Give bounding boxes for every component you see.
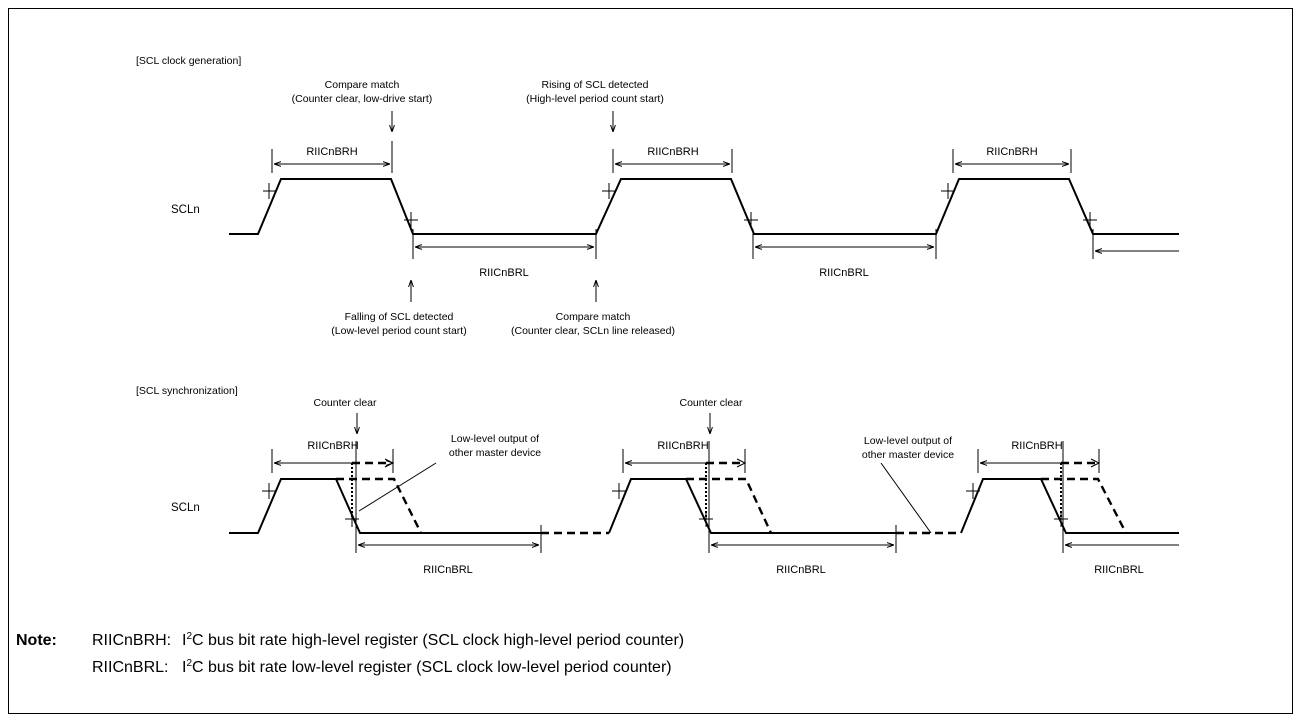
scl-sync-waveform (229, 478, 1179, 534)
reference-lines (271, 141, 1094, 259)
sync-brh-label-1: RIICnBRH (307, 440, 358, 452)
figure-frame: [SCL clock generation] SCLn (8, 8, 1293, 714)
other-master-dashed-waveform (336, 461, 1128, 535)
counter-clear-pointers (357, 413, 710, 434)
sync-brl-label-2: RIICnBRL (776, 564, 826, 576)
sync-edge-tick-marks (262, 483, 1068, 527)
other-master-leaders (358, 462, 932, 534)
clock-generation-title: [SCL clock generation] (136, 55, 241, 67)
synchronization-title: [SCL synchronization] (136, 385, 238, 397)
compare-match-annotation-2-detail: (Counter clear, SCLn line released) (511, 325, 675, 337)
rising-detected-annotation: Rising of SCL detected (541, 79, 648, 91)
brl-label-2: RIICnBRL (819, 267, 869, 279)
edge-tick-marks (263, 183, 1097, 228)
note-reg-brh: RIICnBRH: (92, 632, 171, 649)
sync-brl-label-3: RIICnBRL (1094, 564, 1144, 576)
falling-detected-annotation-detail: (Low-level period count start) (331, 325, 466, 337)
note-reg-brl: RIICnBRL: (92, 659, 168, 676)
scl-signal-label: SCLn (171, 204, 200, 216)
note-desc-brl: I2C bus bit rate low-level register (SCL… (182, 658, 672, 676)
sync-period-arrows (274, 463, 1179, 545)
synchronization-section: [SCL synchronization] SCLn (136, 385, 1179, 576)
period-arrows (274, 164, 1179, 251)
note-desc-brh: I2C bus bit rate high-level register (SC… (182, 631, 684, 649)
sync-brh-label-3: RIICnBRH (1011, 440, 1062, 452)
brh-end-arrowheads (384, 458, 1101, 468)
falling-detected-annotation: Falling of SCL detected (345, 311, 454, 323)
counter-clear-label-1: Counter clear (313, 397, 377, 409)
sync-brh-label-2: RIICnBRH (657, 440, 708, 452)
rising-detected-annotation-detail: (High-level period count start) (526, 93, 664, 105)
clock-generation-section: [SCL clock generation] SCLn (136, 55, 1179, 337)
counter-clear-label-2: Counter clear (679, 397, 743, 409)
other-master-annotation-2: Low-level output of (864, 435, 952, 447)
other-master-annotation-1: Low-level output of (451, 433, 539, 445)
scl-waveform (229, 178, 1179, 235)
note-section: Note: RIICnBRH: I2C bus bit rate high-le… (16, 631, 684, 676)
brl-label-1: RIICnBRL (479, 267, 529, 279)
other-master-annotation-2-detail: other master device (862, 449, 954, 461)
scl-sync-signal-label: SCLn (171, 502, 200, 514)
compare-match-annotation-2: Compare match (556, 311, 631, 323)
brh-label-2: RIICnBRH (647, 146, 698, 158)
scl-timing-diagram: [SCL clock generation] SCLn (16, 55, 1179, 676)
note-label: Note: (16, 632, 57, 649)
dotted-drops (351, 463, 1062, 519)
brh-label-3: RIICnBRH (986, 146, 1037, 158)
other-master-annotation-1-detail: other master device (449, 447, 541, 459)
sync-brl-label-1: RIICnBRL (423, 564, 473, 576)
compare-match-annotation-1-detail: (Counter clear, low-drive start) (292, 93, 433, 105)
compare-match-annotation-1: Compare match (325, 79, 400, 91)
brh-label-1: RIICnBRH (306, 146, 357, 158)
event-pointer-arrows (392, 111, 613, 302)
sync-reference-lines (271, 441, 1100, 553)
